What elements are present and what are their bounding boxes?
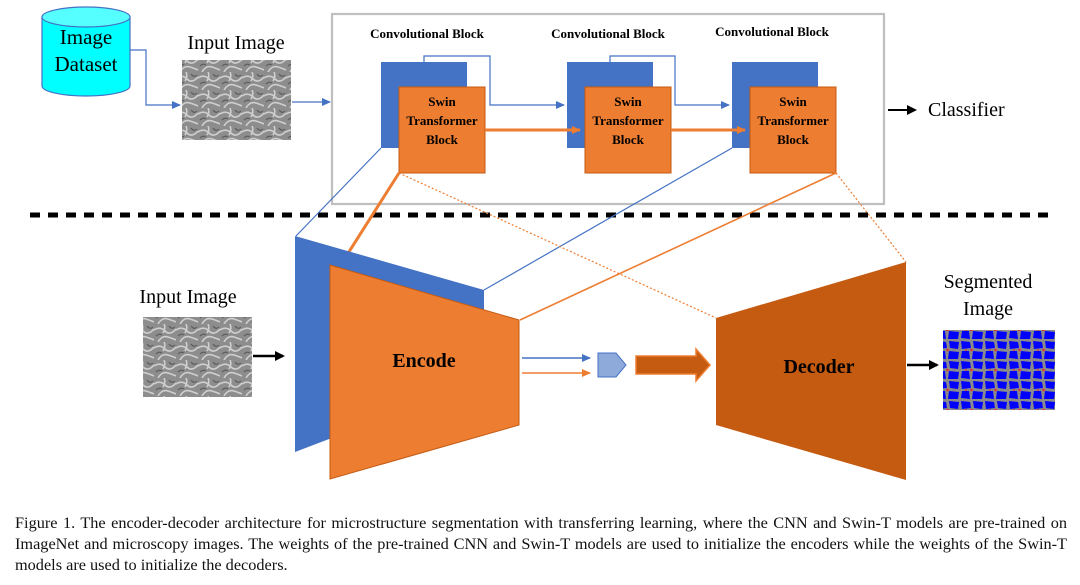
swin-encoder (329, 264, 520, 480)
segmented-label-line2: Image (963, 298, 1013, 320)
svg-text:Swin: Swin (428, 94, 456, 109)
conv-block-title-1: Convolutional Block (370, 26, 485, 41)
classifier-label: Classifier (928, 99, 1005, 121)
swin-block-1: Swin Transformer Block (398, 86, 486, 174)
weight-transfer-lines (295, 147, 907, 321)
segmented-image (943, 330, 1055, 410)
svg-text:Transformer: Transformer (406, 113, 477, 128)
bottom-input-image (143, 317, 252, 397)
encoder-label: Encode (392, 350, 455, 372)
top-input-image-label: Input Image (187, 32, 284, 54)
dataset-label-line1: Image (60, 25, 112, 49)
conv-block-title-3: Convolutional Block (715, 24, 830, 39)
conv-block-title-2: Convolutional Block (551, 26, 666, 41)
svg-text:Transformer: Transformer (757, 113, 828, 128)
swin-block-3: Swin Transformer Block (749, 86, 837, 174)
svg-text:Swin: Swin (779, 94, 807, 109)
top-input-image (182, 60, 291, 140)
figure-caption: Figure 1. The encoder-decoder architectu… (15, 512, 1067, 575)
dataset-to-image-connector (130, 49, 181, 109)
caption-text: Figure 1. The encoder-decoder architectu… (15, 513, 1067, 574)
fusion-to-decoder-arrow (635, 347, 711, 383)
image-dataset-cylinder: Image Dataset (41, 6, 131, 97)
feature-fusion-block (597, 352, 627, 378)
bottom-input-image-label: Input Image (139, 286, 236, 308)
svg-text:Transformer: Transformer (592, 113, 663, 128)
svg-text:Block: Block (426, 132, 459, 147)
conv-connector-1 (423, 55, 565, 109)
decoder (716, 262, 906, 480)
svg-text:Block: Block (777, 132, 810, 147)
swin-block-2: Swin Transformer Block (584, 86, 672, 174)
segmented-label-line1: Segmented (944, 271, 1033, 293)
pretrain-frame (330, 12, 886, 206)
dataset-label-line2: Dataset (55, 52, 118, 76)
svg-text:Swin: Swin (614, 94, 642, 109)
decoder-label: Decoder (783, 356, 854, 378)
svg-text:Block: Block (612, 132, 645, 147)
conv-connector-2 (609, 55, 730, 109)
